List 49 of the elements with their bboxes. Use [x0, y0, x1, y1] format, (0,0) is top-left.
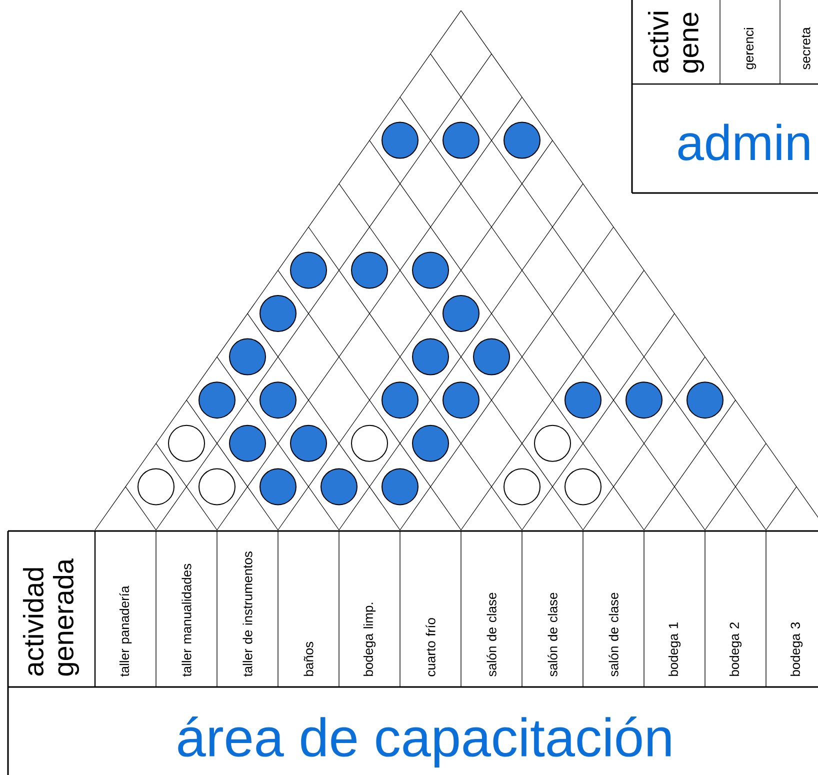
relationship-dot [442, 382, 480, 419]
column-heading: salón de clase [608, 592, 618, 676]
column-heading: taller panadería [119, 586, 132, 677]
relationship-dot [229, 338, 266, 376]
column-heading: secreta [802, 27, 810, 70]
relationship-dot [473, 338, 510, 376]
relationship-dot [686, 382, 724, 419]
relationship-dot [229, 424, 266, 462]
relationship-dot [290, 424, 327, 462]
relationship-dot [412, 424, 449, 462]
relationship-dot [290, 252, 327, 289]
relationship-circle [534, 424, 571, 462]
relationship-dot [382, 122, 418, 159]
area-title: área de capacitación [178, 716, 671, 768]
relationship-dot [198, 382, 236, 419]
relationship-circle [138, 468, 174, 506]
relationship-circle [504, 468, 540, 506]
column-heading: actividad generada [22, 558, 80, 676]
column-heading: salón de clase [548, 592, 558, 676]
column-heading: bodega limp. [363, 602, 376, 676]
relationship-dot [260, 468, 296, 506]
relationship-dot [412, 338, 449, 376]
relationship-circle [168, 424, 205, 462]
column-heading: activi gene [648, 12, 704, 73]
relationship-circle [564, 468, 602, 506]
relationship-dot [626, 382, 662, 419]
area-title: admin [678, 124, 810, 160]
column-heading: cuarto frío [426, 618, 436, 676]
column-heading: gerenci [744, 28, 756, 70]
column-heading: bodega 3 [790, 622, 803, 676]
relationship-dot [442, 295, 480, 332]
column-heading: salón de clase [486, 592, 496, 676]
relationship-dot [260, 382, 296, 419]
relationship-dot [320, 468, 358, 506]
column-heading: bodega 2 [729, 622, 742, 676]
relationship-dot [504, 122, 540, 159]
column-heading: baños [304, 642, 314, 676]
column-heading: taller manualidades [182, 564, 192, 677]
relationship-dot [382, 382, 418, 419]
relationship-circle [198, 468, 236, 506]
relationship-dot [412, 252, 449, 289]
relationship-dot [442, 122, 480, 159]
column-heading: taller de instrumentos [242, 552, 252, 677]
column-heading: bodega 1 [668, 622, 681, 676]
relationship-dot [564, 382, 602, 419]
relationship-dot [382, 468, 418, 506]
relationship-circle [351, 424, 388, 462]
relationship-dot [351, 252, 388, 289]
relationship-dot [260, 295, 296, 332]
